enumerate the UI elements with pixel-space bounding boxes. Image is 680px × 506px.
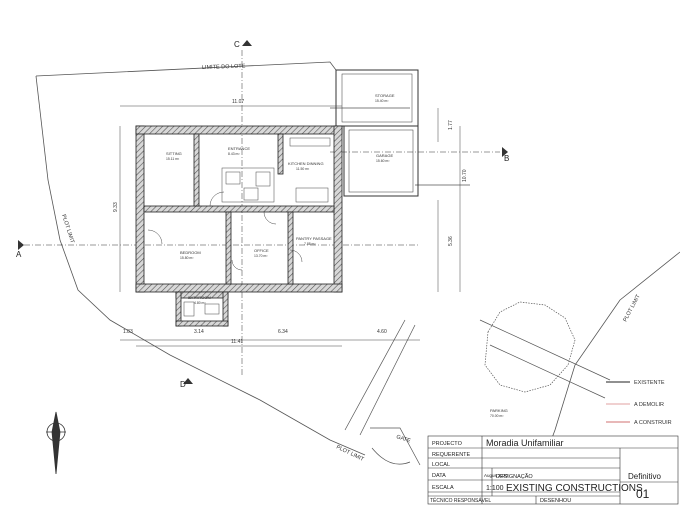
room-office-label: OFFICE 13.70 m² (254, 248, 269, 258)
gate-label: GATE (395, 434, 411, 444)
svg-text:KITCHEN DINNING: KITCHEN DINNING (288, 161, 324, 166)
svg-text:4.80 m²: 4.80 m² (194, 301, 206, 305)
svg-text:70.00 m²: 70.00 m² (490, 414, 504, 418)
title-block-labels: PROJECTO REQUERENTE LOCAL DATA ESCALA TÉ… (430, 441, 571, 504)
room-bathroom-label: BATHROOM 4.80 m² (188, 295, 211, 305)
svg-text:BATHROOM: BATHROOM (188, 295, 211, 300)
date-value: Augus 2020 (484, 473, 509, 478)
legend-label-demolir: A DEMOLIR (634, 402, 664, 408)
scale-value: 1:100 (486, 485, 504, 492)
label-date: DATA (432, 473, 446, 479)
svg-text:15.60 m²: 15.60 m² (376, 159, 390, 163)
section-d-bottom: D (180, 380, 186, 389)
svg-text:ENTRANCE: ENTRANCE (228, 146, 250, 151)
status-value: Definitivo (628, 472, 661, 481)
label-applicant: REQUERENTE (432, 452, 471, 458)
dim-top-width: 11.07 (232, 99, 244, 105)
section-c-top: C (234, 40, 240, 49)
dim-bottom-3: 6.34 (278, 329, 288, 335)
svg-text:PARKING: PARKING (490, 408, 508, 413)
room-garage-label: GARAGE 15.60 m² (376, 153, 393, 163)
room-storage-label: STORAGE 15.40 m² (375, 93, 395, 103)
svg-text:15.11 m²: 15.11 m² (166, 157, 180, 161)
room-sitting-label: SITTING 15.11 m² (166, 151, 182, 161)
dimension-lines (119, 105, 461, 347)
plot-limit-label-bottom: PLOT LIMIT (335, 444, 365, 463)
dim-bottom-total: 11.41 (231, 339, 243, 345)
room-bedroom-label: BEDROOM 15.80 m² (180, 250, 201, 260)
svg-text:15.80 m²: 15.80 m² (180, 256, 194, 260)
svg-text:7.88 m²: 7.88 m² (304, 242, 316, 246)
room-kitchen-label: KITCHEN DINNING 11.50 m² (288, 161, 324, 171)
section-b-right: B (504, 154, 509, 163)
driveway-lines (344, 319, 421, 466)
svg-text:15.40 m²: 15.40 m² (375, 99, 389, 103)
designation-value: EXISTING CONSTRUCTIONS (506, 483, 643, 494)
title-block (427, 435, 679, 505)
project-value: Moradia Unifamiliar (486, 438, 564, 448)
label-project: PROJECTO (432, 441, 463, 447)
legend: EXISTENTE A DEMOLIR A CONSTRUIR (606, 380, 672, 426)
parking-label: PARKING 70.00 m² (490, 408, 508, 418)
room-entrance-label: ENTRANCE 8.43 m² (228, 146, 250, 156)
svg-text:SITTING: SITTING (166, 151, 182, 156)
svg-text:BEDROOM: BEDROOM (180, 250, 201, 255)
section-lines (24, 50, 500, 375)
label-technician: TÉCNICO RESPONSÁVEL (430, 497, 491, 504)
legend-label-existente: EXISTENTE (634, 380, 665, 386)
svg-text:11.50 m²: 11.50 m² (296, 167, 310, 171)
dim-right-2: 10.70 (462, 169, 468, 182)
north-arrow-icon (46, 411, 66, 475)
label-scale: ESCALA (432, 485, 454, 491)
room-pantry-label: PANTRY PASSAGE 7.88 m² (296, 236, 332, 246)
dim-bottom-4: 4.60 (377, 329, 387, 335)
dim-right-1: 1.77 (448, 120, 454, 130)
interior-details (147, 137, 331, 317)
section-markers (18, 40, 508, 384)
dim-bottom-2: 3.14 (194, 329, 204, 335)
svg-text:OFFICE: OFFICE (254, 248, 269, 253)
section-a-left: A (16, 250, 22, 259)
svg-text:STORAGE: STORAGE (375, 93, 395, 98)
label-location: LOCAL (432, 462, 450, 468)
house-walls (135, 125, 343, 327)
annex-outline (335, 69, 419, 197)
svg-text:PANTRY PASSAGE: PANTRY PASSAGE (296, 236, 332, 241)
plot-limit-label-left: PLOT LIMIT (60, 214, 75, 245)
label-drawn: DESENHOU (540, 498, 571, 504)
svg-text:GARAGE: GARAGE (376, 153, 393, 158)
sheet-number: 01 (636, 487, 650, 501)
plot-boundary (35, 61, 680, 471)
dim-bottom-1: 1.83 (123, 329, 133, 335)
legend-label-construir: A CONSTRUIR (634, 420, 672, 426)
parking-tree (479, 301, 611, 399)
lot-limit-label: LIMITE DO LOTE (202, 63, 246, 71)
svg-text:13.70 m²: 13.70 m² (254, 254, 268, 258)
dim-left-height: 9.33 (113, 202, 119, 212)
plot-limit-label-right: PLOT LIMIT (622, 293, 642, 323)
title-block-values: Moradia Unifamiliar Augus 2020 1:100 EXI… (484, 438, 661, 501)
svg-text:8.43 m²: 8.43 m² (228, 152, 240, 156)
label-designation: DESIGNAÇÃO (496, 473, 533, 480)
dim-right-3: 5.36 (448, 236, 454, 246)
